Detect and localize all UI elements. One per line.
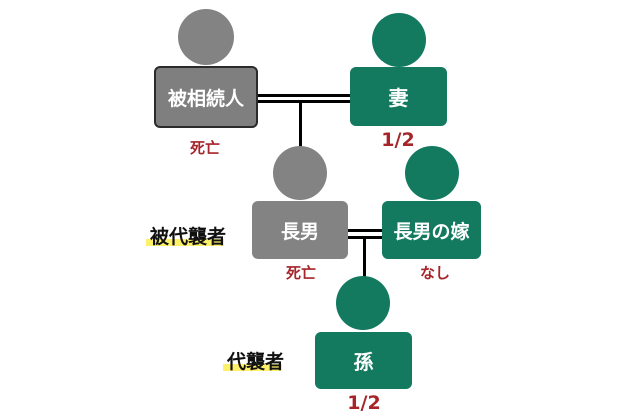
grandchild-label: 孫 bbox=[353, 350, 374, 374]
child-line-mid bbox=[363, 236, 366, 278]
daughter-in-law-status: なし bbox=[419, 264, 450, 282]
daughter-in-law-label: 長男の嫁 bbox=[393, 220, 470, 243]
daughter-in-law-box: 長男の嫁 bbox=[382, 201, 481, 259]
marriage-line-top-1 bbox=[256, 94, 350, 97]
wife-box: 妻 bbox=[350, 67, 447, 126]
child-line-top bbox=[299, 100, 302, 148]
grandchild-head bbox=[336, 276, 390, 330]
marriage-line-mid-1 bbox=[348, 229, 382, 232]
eldest-son-status: 死亡 bbox=[285, 264, 316, 282]
deceased-label: 被相続人 bbox=[167, 87, 244, 110]
grandchild-box: 孫 bbox=[315, 332, 412, 389]
substituted-heir-label: 被代襲者 bbox=[146, 222, 226, 249]
substitute-heir-label: 代襲者 bbox=[223, 347, 284, 374]
wife-share: 1/2 bbox=[381, 129, 415, 151]
eldest-son-box: 長男 bbox=[252, 201, 348, 259]
deceased-box: 被相続人 bbox=[154, 66, 258, 128]
daughter-in-law-head bbox=[405, 146, 459, 200]
wife-head bbox=[372, 13, 426, 67]
eldest-son-head bbox=[273, 146, 327, 200]
marriage-line-top-2 bbox=[256, 100, 350, 103]
deceased-status: 死亡 bbox=[189, 139, 220, 157]
wife-label: 妻 bbox=[388, 86, 409, 110]
deceased-head bbox=[178, 9, 234, 65]
eldest-son-label: 長男 bbox=[280, 220, 319, 243]
grandchild-share: 1/2 bbox=[347, 392, 381, 414]
